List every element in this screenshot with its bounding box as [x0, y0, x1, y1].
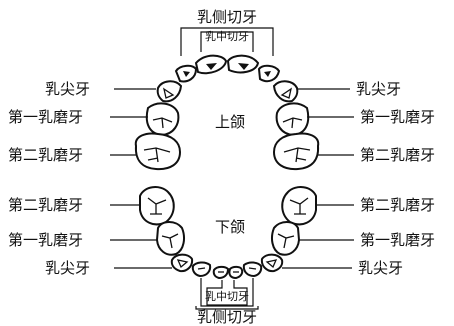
label-upper-lateral-incisor: 乳侧切牙 [197, 8, 257, 26]
lower-lateral-bracket [200, 278, 254, 307]
label-lower-left-canine: 乳尖牙 [45, 259, 90, 277]
label-lower-right-canine: 乳尖牙 [358, 259, 403, 277]
lower-lateral-incisor-left [191, 261, 212, 278]
label-upper-right-second-molar: 第二乳磨牙 [360, 146, 435, 164]
lower-second-molar-right [281, 186, 317, 226]
lower-central-incisor-right [228, 265, 244, 280]
label-upper-left-canine: 乳尖牙 [45, 80, 90, 98]
upper-lateral-incisor-right [257, 64, 281, 83]
lower-canine-right [260, 253, 284, 273]
upper-lateral-bracket [180, 27, 274, 56]
upper-canine-right [272, 80, 299, 103]
lower-central-bracket [206, 280, 248, 306]
label-lower-lateral-incisor: 乳侧切牙 [197, 308, 257, 326]
label-lower-jaw: 下颌 [215, 218, 245, 236]
label-upper-left-first-molar: 第一乳磨牙 [8, 108, 83, 126]
label-lower-central-incisor: 乳中切牙 [205, 290, 249, 303]
label-lower-left-first-molar: 第一乳磨牙 [8, 231, 83, 249]
label-upper-right-canine: 乳尖牙 [356, 80, 401, 98]
lower-canine-left [170, 253, 194, 273]
lower-lateral-incisor-right [242, 261, 263, 278]
upper-first-molar-left [145, 102, 180, 137]
label-upper-central-incisor: 乳中切牙 [205, 30, 249, 43]
upper-second-molar-right [272, 132, 320, 171]
upper-first-molar-right [275, 102, 310, 137]
label-lower-right-second-molar: 第二乳磨牙 [360, 196, 435, 214]
upper-canine-left [156, 80, 183, 103]
lower-central-incisor-left [212, 265, 230, 280]
lower-first-molar-left [155, 221, 185, 256]
upper-central-incisor-right [226, 54, 260, 74]
lower-second-molar-left [139, 186, 175, 226]
label-upper-right-first-molar: 第一乳磨牙 [360, 108, 435, 126]
lower-first-molar-right [271, 221, 301, 256]
upper-central-bracket [200, 31, 254, 52]
label-lower-right-first-molar: 第一乳磨牙 [360, 231, 435, 249]
label-lower-left-second-molar: 第二乳磨牙 [8, 196, 83, 214]
upper-central-incisor-left [194, 54, 228, 75]
label-upper-jaw: 上颌 [215, 113, 245, 131]
upper-second-molar-left [134, 132, 182, 171]
label-upper-left-second-molar: 第二乳磨牙 [8, 146, 83, 164]
upper-lateral-incisor-left [174, 64, 198, 83]
